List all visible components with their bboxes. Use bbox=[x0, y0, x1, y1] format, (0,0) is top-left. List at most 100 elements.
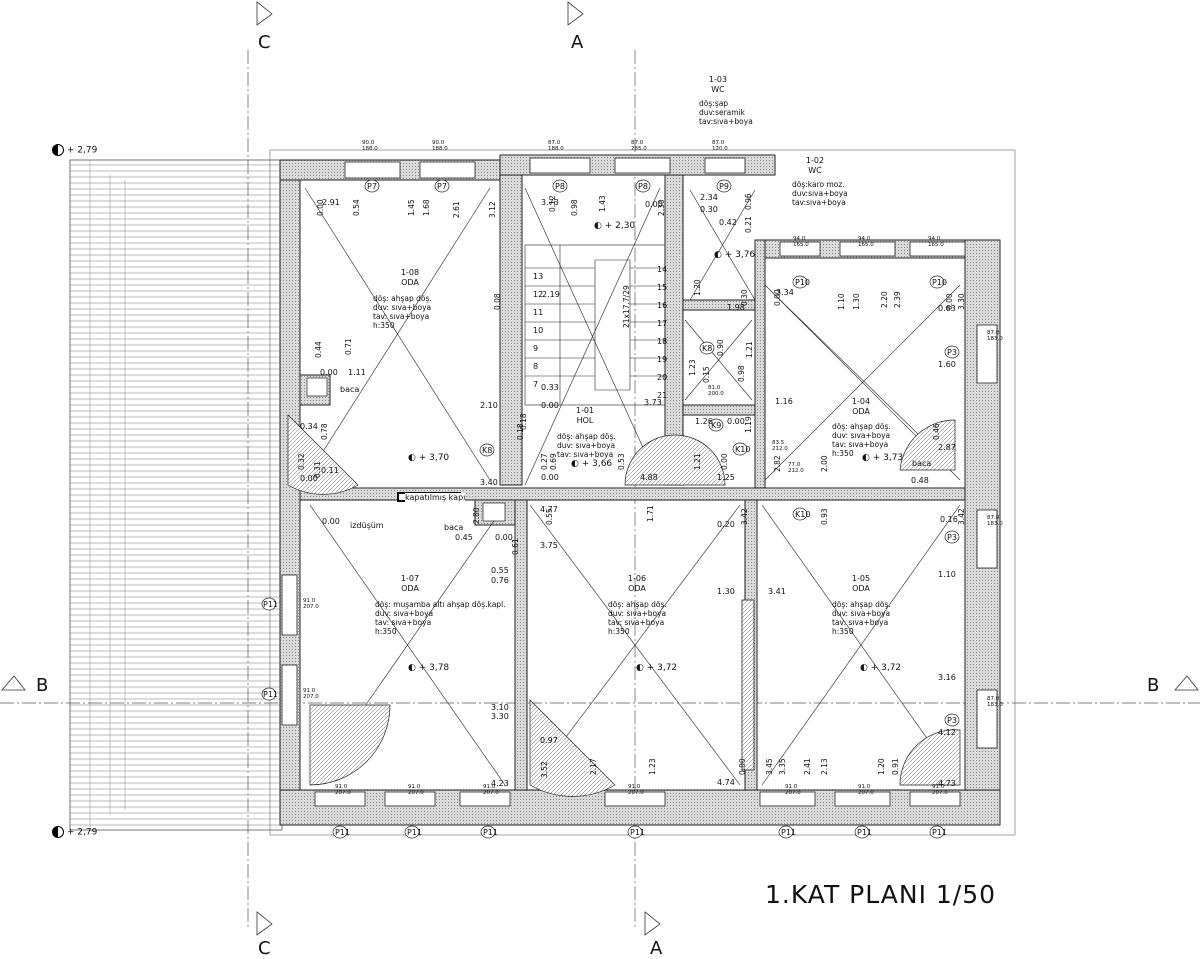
level-room-107: ◐ + 3,78 bbox=[408, 663, 450, 673]
dimension-label: 2.61 bbox=[452, 201, 461, 218]
level-room-106: ◐ + 3,72 bbox=[636, 663, 678, 673]
dimension-label: 3.45 bbox=[765, 758, 774, 775]
dimension-label: 2.17 bbox=[589, 758, 598, 775]
dimension-label: 0.69 bbox=[549, 453, 558, 470]
section-label-b-left: B bbox=[36, 675, 49, 696]
dimension-label: 2.82 bbox=[773, 455, 782, 472]
dimension-label: 2.39 bbox=[893, 291, 902, 308]
stair-step-number: 18 bbox=[657, 337, 668, 346]
stair-step-number: 21 bbox=[657, 391, 668, 400]
dimension-label: 1.71 bbox=[646, 505, 655, 522]
dimension-label: 0.91 bbox=[891, 758, 900, 775]
dimension-label: 3.34 bbox=[776, 288, 794, 297]
dimension-label: 0.93 bbox=[820, 508, 829, 525]
note-closed-door: kapatılmış kapı bbox=[405, 493, 466, 502]
dimension-label: 1.43 bbox=[598, 195, 607, 212]
hatched-partition bbox=[741, 599, 755, 771]
dimension-label: 0.12 bbox=[548, 195, 557, 212]
dimension-label: 0.11 bbox=[321, 466, 339, 475]
dimension-label: 0.98 bbox=[570, 199, 579, 216]
dimension-label: 3.10 bbox=[491, 703, 509, 712]
drawing-title: 1.KAT PLANI 1/50 bbox=[765, 880, 997, 909]
stair-step-number: 19 bbox=[657, 355, 668, 364]
dimension-label: 0.15 bbox=[702, 366, 711, 383]
note-chimney-3: baca bbox=[912, 459, 932, 468]
dimension-label: 2.80 bbox=[472, 507, 481, 524]
stair-step-number: 8 bbox=[533, 362, 539, 371]
dimension-label: 2.91 bbox=[322, 198, 340, 207]
dimension-label: 2.87 bbox=[938, 443, 956, 452]
dimension-label: 3.73 bbox=[541, 198, 559, 207]
dimension-label: 3.52 bbox=[540, 761, 549, 778]
dimension-label: 0.97 bbox=[540, 736, 558, 745]
dimension-label: 0.00 bbox=[541, 401, 559, 410]
dimension-label: 0.63 bbox=[938, 304, 956, 313]
dimension-label: 1.60 bbox=[938, 360, 956, 369]
dimension-label: 4.23 bbox=[491, 779, 509, 788]
level-room-108: ◐ + 3,70 bbox=[408, 453, 450, 463]
level-top-left: + 2,79 bbox=[52, 144, 97, 156]
dimension-label: 3.16 bbox=[938, 673, 956, 682]
note-chimney-1: baca bbox=[340, 385, 360, 394]
dimension-label: 1.26 bbox=[695, 417, 713, 426]
dimension-label: 0.53 bbox=[617, 453, 626, 470]
dimension-label: 2.20 bbox=[880, 291, 889, 308]
dimension-label: 0.21 bbox=[744, 216, 753, 233]
window-tag: K10 bbox=[795, 510, 811, 519]
dimension-label: 0.55 bbox=[545, 508, 554, 525]
dimension-label: 1.19 bbox=[744, 416, 753, 433]
dimension-label: 1.16 bbox=[775, 397, 793, 406]
window-tag: P11 bbox=[263, 600, 279, 609]
dimension-label: 2.13 bbox=[820, 758, 829, 775]
dimension-label: 2.34 bbox=[700, 193, 718, 202]
dimension-label: 1.23 bbox=[688, 359, 697, 376]
dimension-label: 0.96 bbox=[744, 193, 753, 210]
stair-step-number: 16 bbox=[657, 301, 668, 310]
section-label-a-top: A bbox=[571, 32, 584, 53]
section-label-c-bottom: C bbox=[258, 938, 271, 959]
dimension-label: 4.88 bbox=[640, 473, 658, 482]
level-stair: ◐ + 2,30 bbox=[594, 221, 636, 231]
window-tag: P3 bbox=[947, 716, 957, 725]
inner-outline bbox=[269, 149, 1016, 836]
section-label-a-bottom: A bbox=[650, 938, 663, 959]
window-tag: P11 bbox=[932, 828, 948, 837]
stair-step-number: 15 bbox=[657, 283, 668, 292]
window-tag: P11 bbox=[407, 828, 423, 837]
dimension-label: 3.12 bbox=[488, 201, 497, 218]
window-tag: P8 bbox=[555, 182, 565, 191]
stair-step-number: 7 bbox=[533, 380, 539, 389]
dimension-label: 4.73 bbox=[938, 779, 956, 788]
windows bbox=[281, 157, 998, 807]
dimension-label: 3.42 bbox=[957, 508, 966, 525]
stair-step-number: 20 bbox=[657, 373, 668, 382]
dimension-label: 0.33 bbox=[541, 383, 559, 392]
window-tag: P3 bbox=[947, 348, 957, 357]
dimension-label: 0.16 bbox=[940, 515, 958, 524]
